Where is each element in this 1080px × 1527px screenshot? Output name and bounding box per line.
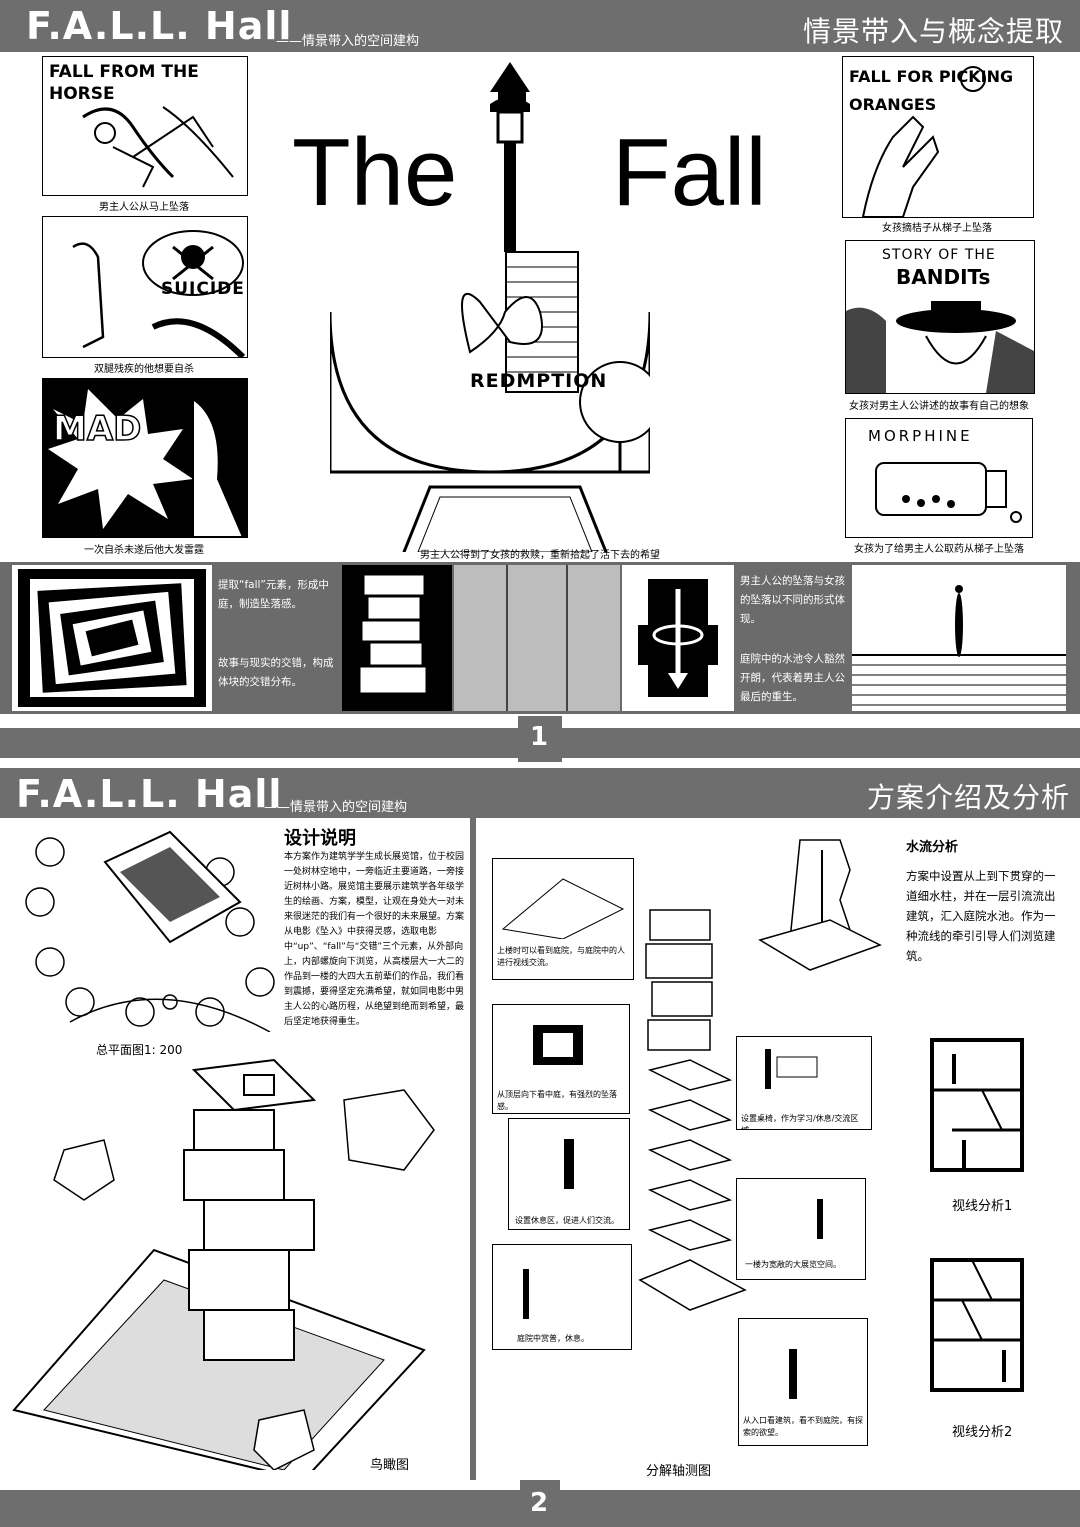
axon-view-2-sketch <box>533 1025 583 1065</box>
pill-bottle-illustration <box>875 462 1022 523</box>
axon-view-4: 庭院中赏普，休息。 <box>492 1244 632 1350</box>
spiral-square-graphic <box>18 569 206 707</box>
concept-atrium-section <box>454 565 620 711</box>
comic-panel-suicide: SUICIDE <box>42 216 248 358</box>
site-plan-caption: 总平面图1: 200 <box>96 1043 183 1057</box>
stacked-blocks-graphic <box>359 574 427 694</box>
axon-view-7: 从入口看建筑，看不到庭院，有探索的欲望。 <box>738 1318 868 1446</box>
caption-right-3: 女孩为了给男主人公取药从梯子上坠落 <box>854 544 1024 555</box>
board2-subtitle: ——情景带入的空间建构 <box>264 800 408 815</box>
comic-word-story-bandits-1: STORY OF THE <box>882 247 996 263</box>
concept-text-4: 庭院中的水池令人豁然开朗，代表着男主人公最后的重生。 <box>740 653 845 703</box>
comic-panel-fall-from-horse: FALL FROM THE HORSE <box>42 56 248 196</box>
comic-word-redemption: REDMPTION <box>470 370 608 392</box>
spiral-arrow-graphic <box>638 579 718 697</box>
axon-view-1: 上楼时可以看到庭院，与庭院中的人进行视线交流。 <box>492 858 634 980</box>
design-text: 本方案作为建筑学学生成长展览馆，位于校园一处树林空地中，一旁临近主要道路，一旁接… <box>284 852 465 1027</box>
bandits-illustration <box>846 301 1034 393</box>
design-heading: 设计说明 <box>284 828 356 849</box>
board2-page-number: 2 <box>530 1488 549 1518</box>
site-plan-drawing <box>25 830 275 1032</box>
water-text: 方案中设置从上到下贯穿的一道细水柱，并在一层引流流出建筑，汇入庭院水池。作为一种… <box>906 869 1056 963</box>
exploded-axonometric <box>638 909 747 1311</box>
comic-word-fall-picking: FALL FOR PICKING ORANGES <box>849 67 1014 114</box>
aerial-view-drawing <box>12 1058 435 1470</box>
comic-word-mad: MAD <box>52 408 142 450</box>
caption-center: 男主人公得到了女孩的救赎，重新拾起了活下去的希望 <box>420 550 660 561</box>
concept-text-2: 故事与现实的交错，构成体块的交错分布。 <box>218 657 334 688</box>
axon-view-6-sketch <box>817 1199 823 1239</box>
axon-note-1: 上楼时可以看到庭院，与庭院中的人进行视线交流。 <box>497 946 625 967</box>
axon-note-4: 庭院中赏普，休息。 <box>517 1334 589 1343</box>
concept-text-3: 男主人公的坠落与女孩的坠落以不同的形式体现。 <box>740 575 845 625</box>
axon-view-1-sketch <box>501 878 625 940</box>
axon-note-2: 从顶层向下看中庭，有强烈的坠落感。 <box>497 1090 617 1111</box>
comic-word-morphine: MORPHINE <box>868 427 973 445</box>
board1-page-number: 1 <box>530 722 549 752</box>
board2-section-title: 方案介绍及分析 <box>866 781 1070 814</box>
board1-subtitle: ——情景带入的空间建构 <box>276 34 420 49</box>
sight-1-caption: 视线分析1 <box>952 1199 1013 1214</box>
concept-stacked-blocks <box>342 565 452 711</box>
axon-view-5: 设置桌椅，作为学习/休息/交流区域。 <box>736 1036 872 1130</box>
axon-note-6: 一楼为宽敞的大展览空间。 <box>745 1260 841 1269</box>
axon-view-5-sketch <box>765 1049 818 1089</box>
board2-header-band <box>0 768 1080 818</box>
comic-panel-mad: MAD <box>42 378 248 538</box>
sight-2-caption: 视线分析2 <box>952 1425 1013 1440</box>
board2-title: F.A.L.L. Hall <box>16 772 283 816</box>
axon-caption: 分解轴测图 <box>646 1464 712 1479</box>
comic-panel-morphine: MORPHINE <box>845 418 1033 538</box>
horizon-figure-graphic <box>852 585 1066 706</box>
comic-word-fall-from-horse: FALL FROM THE HORSE <box>49 62 199 104</box>
center-title-fall: Fall <box>612 119 767 226</box>
suicide-illustration <box>72 230 246 357</box>
axon-view-4-sketch <box>523 1269 529 1319</box>
board1-page-tab <box>518 716 562 762</box>
aerial-caption: 鸟瞰图 <box>370 1458 410 1473</box>
water-heading: 水流分析 <box>906 840 959 855</box>
board1-header-band <box>0 0 1080 52</box>
axon-view-3: 设置休息区，促进人们交流。 <box>508 1118 630 1230</box>
tower-illustration <box>330 62 650 552</box>
sight-analysis-1-drawing <box>930 1038 1024 1172</box>
comic-panel-bandits: STORY OF THE BANDITs <box>845 240 1035 394</box>
hand-illustration <box>861 66 986 217</box>
axon-view-3-sketch <box>564 1139 574 1189</box>
axon-view-6: 一楼为宽敞的大展览空间。 <box>736 1178 866 1280</box>
caption-right-2: 女孩对男主人公讲述的故事有自己的想象 <box>849 401 1029 412</box>
concept-spiral-square <box>12 565 212 711</box>
sight-analysis-2-drawing <box>930 1258 1024 1392</box>
axon-view-7-sketch <box>789 1349 797 1399</box>
concept-spiral-arrow <box>622 565 734 711</box>
caption-left-2: 双腿残疾的他想要自杀 <box>94 364 194 375</box>
caption-right-1: 女孩摘桔子从梯子上坠落 <box>882 223 992 234</box>
board1-section-title: 情景带入与概念提取 <box>802 15 1064 48</box>
water-flow-drawing <box>758 839 882 971</box>
axon-note-5: 设置桌椅，作为学习/休息/交流区域。 <box>741 1114 859 1129</box>
axon-note-7: 从入口看建筑，看不到庭院，有探索的欲望。 <box>743 1416 863 1437</box>
axon-note-3: 设置休息区，促进人们交流。 <box>515 1216 619 1225</box>
concept-text-1: 提取“fall”元素，形成中庭，制造坠落感。 <box>218 579 329 610</box>
caption-left-3: 一次自杀未遂后他大发雷霆 <box>84 545 204 556</box>
center-title-the: The <box>292 119 458 226</box>
axon-view-2: 从顶层向下看中庭，有强烈的坠落感。 <box>492 1004 630 1114</box>
comic-panel-picking-oranges: FALL FOR PICKING ORANGES <box>842 56 1034 218</box>
rider-illustration <box>82 106 234 188</box>
comic-word-story-bandits-2: BANDITs <box>896 265 991 289</box>
caption-left-1: 男主人公从马上坠落 <box>99 202 189 213</box>
concept-horizon-figure <box>852 565 1066 711</box>
board1-title: F.A.L.L. Hall <box>26 4 293 48</box>
mad-burst-illustration <box>48 389 245 537</box>
comic-word-suicide: SUICIDE <box>161 279 245 299</box>
board2-page-tab <box>520 1480 560 1527</box>
